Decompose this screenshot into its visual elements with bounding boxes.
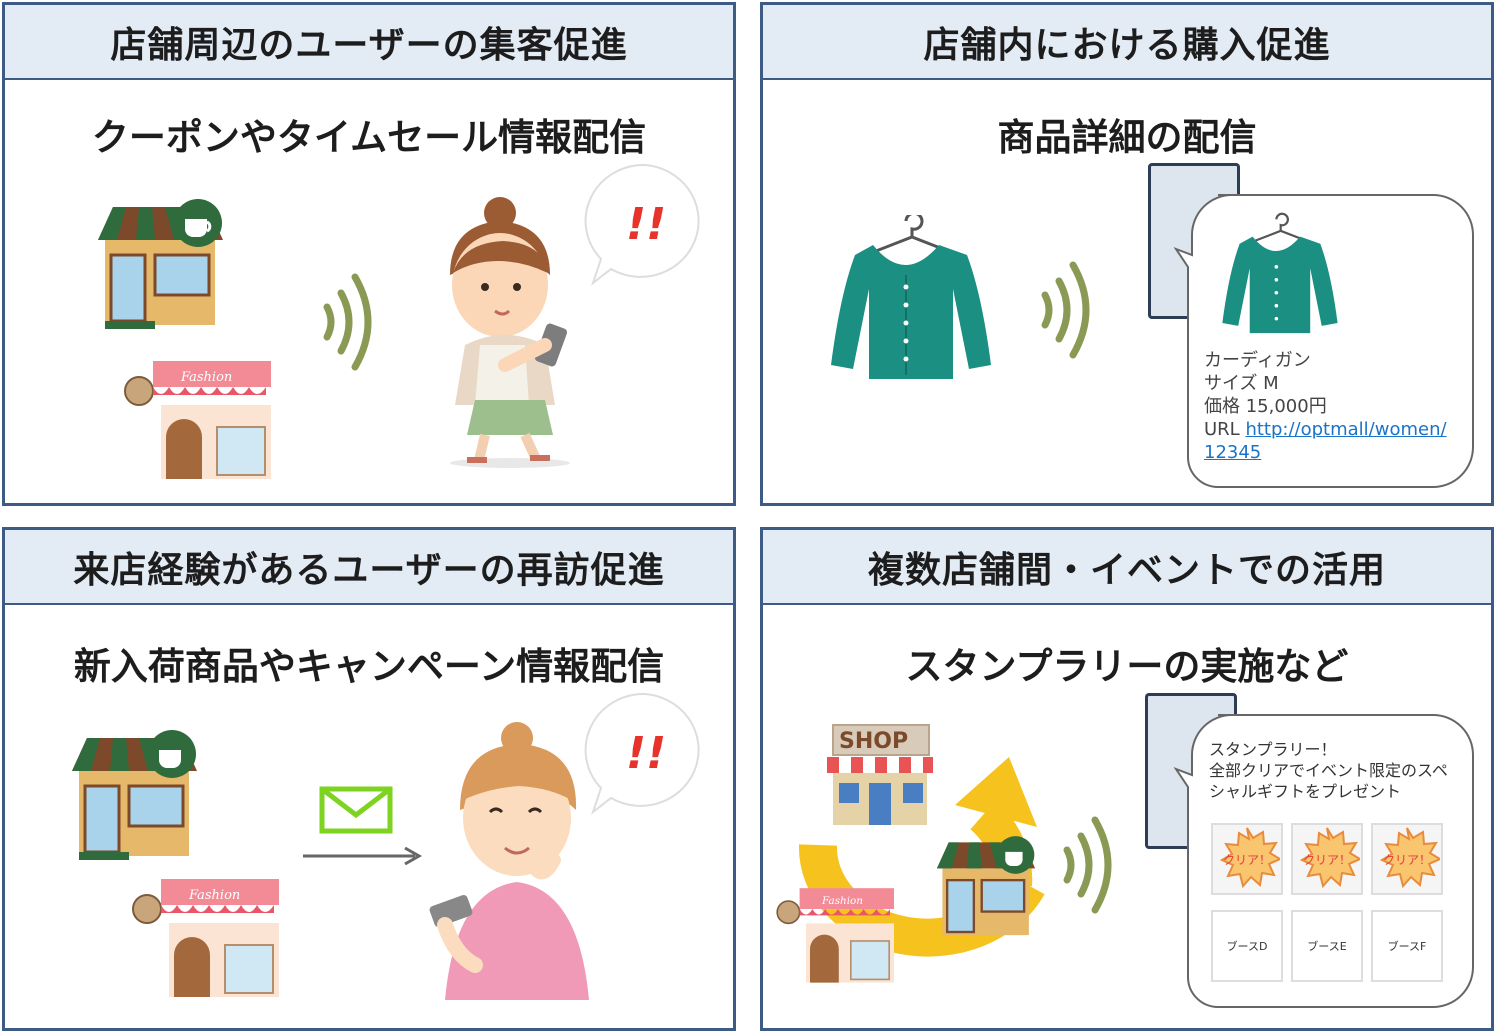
cafe-store-icon	[72, 730, 197, 860]
panel-subtitle: スタンプラリーの実施など	[905, 645, 1349, 688]
clear-burst-icon	[1219, 827, 1280, 889]
panel-revisit: 来店経験があるユーザーの再訪促進 新入荷商品やキャンペーン情報配信 Fashio…	[2, 527, 736, 1031]
signal-waves-icon	[323, 273, 372, 371]
clear-burst-icon	[1299, 827, 1360, 889]
booth-cell: クリア！	[1371, 823, 1443, 895]
fashion-sign: Fashion	[821, 895, 863, 907]
booth-cell: ブースE	[1291, 910, 1363, 982]
booth-cell: ブースF	[1371, 910, 1443, 982]
stamp-desc-1: 全部クリアでイベント限定のスペ	[1209, 761, 1448, 780]
url-label: URL	[1204, 419, 1240, 440]
cardigan-icon	[831, 215, 991, 379]
product-link-cont[interactable]: 12345	[1204, 442, 1262, 463]
signal-waves-icon	[1041, 261, 1090, 359]
fashion-store-icon: Fashion	[124, 361, 271, 479]
booth-label: ブースE	[1307, 940, 1347, 953]
shop-building-icon: SHOP	[827, 724, 933, 825]
panel-subtitle: クーポンやタイムセール情報配信	[91, 116, 647, 159]
booth-label: ブースF	[1387, 940, 1427, 953]
exclaim-mark: !!	[626, 199, 666, 250]
booth-label: クリア！	[1222, 852, 1271, 867]
booth-cell: クリア！	[1291, 823, 1363, 895]
panel-store-vicinity: 店舗周辺のユーザーの集客促進 クーポンやタイムセール情報配信 Fashion	[2, 2, 736, 506]
panel-subtitle: 新入荷商品やキャンペーン情報配信	[73, 645, 665, 688]
panel-multi-store: 複数店舗間・イベントでの活用 スタンプラリーの実施など SHOP Fashion	[760, 527, 1494, 1031]
product-name: カーディガン	[1204, 350, 1311, 371]
fashion-sign: Fashion	[188, 888, 240, 903]
product-detail: カーディガン サイズ M 価格 15,000円 URL http://optma…	[1204, 349, 1447, 464]
exclaim-bubble: !!	[584, 163, 700, 286]
product-link[interactable]: http://optmall/women/	[1245, 419, 1447, 440]
booth-label: ブースD	[1226, 940, 1268, 953]
booth-cell: ブースD	[1211, 910, 1283, 982]
stamp-desc-2: シャルギフトをプレゼント	[1209, 782, 1402, 801]
cafe-store-icon	[936, 836, 1036, 936]
stamp-rally-text: スタンプラリー！ 全部クリアでイベント限定のスペ シャルギフトをプレゼント	[1209, 739, 1448, 802]
arrow-right-icon	[303, 846, 423, 866]
fashion-store-icon: Fashion	[132, 879, 279, 997]
exclaim-mark: !!	[626, 728, 666, 779]
woman-phone-icon	[429, 722, 589, 1000]
shop-sign: SHOP	[839, 729, 908, 754]
booth-label: クリア！	[1382, 852, 1431, 867]
clear-burst-icon	[1379, 827, 1440, 889]
panel-subtitle: 商品詳細の配信	[997, 116, 1257, 159]
panel-title: 店舗周辺のユーザーの集客促進	[5, 5, 733, 80]
mail-icon	[319, 786, 393, 834]
fashion-store-icon: Fashion	[776, 888, 894, 983]
panel-title: 複数店舗間・イベントでの活用	[763, 530, 1491, 605]
panel-title: 店舗内における購入促進	[763, 5, 1491, 80]
product-price: 価格 15,000円	[1204, 396, 1327, 417]
panel-title: 来店経験があるユーザーの再訪促進	[5, 530, 733, 605]
exclaim-bubble: !!	[584, 692, 700, 815]
booth-cell: クリア！	[1211, 823, 1283, 895]
panel-in-store: 店舗内における購入促進 商品詳細の配信 カーディガン サイズ M 価格 15,0…	[760, 2, 1494, 506]
fashion-sign: Fashion	[180, 370, 232, 385]
cafe-store-icon	[98, 199, 223, 329]
woman-phone-icon	[450, 197, 570, 468]
detail-bubble	[1173, 194, 1474, 488]
product-size: サイズ M	[1204, 373, 1279, 394]
stamp-title: スタンプラリー！	[1209, 740, 1337, 759]
signal-waves-icon	[1063, 816, 1112, 914]
booth-label: クリア！	[1302, 852, 1351, 867]
